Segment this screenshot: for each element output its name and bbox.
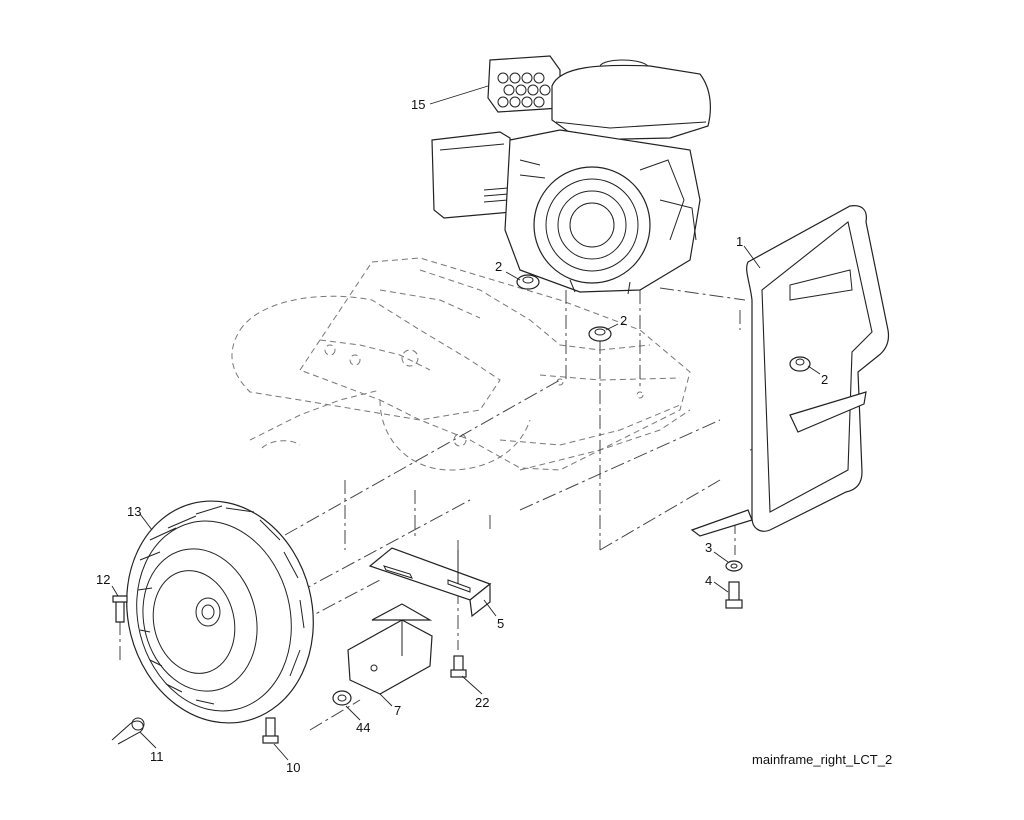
callout-clevis-pin: 12 (96, 572, 110, 587)
wheel-bolt-part (262, 717, 279, 744)
flange-nut-right (789, 356, 811, 372)
flange-nut-middle (588, 326, 612, 342)
callout-engine: 15 (411, 97, 425, 112)
bumper-frame (690, 205, 890, 537)
figure-caption: mainframe_right_LCT_2 (752, 752, 893, 767)
muffler-shield-pattern (497, 72, 551, 108)
callout-flange-nut-middle: 2 (620, 313, 627, 328)
block-nut-part (332, 690, 352, 706)
washer-part (725, 560, 743, 572)
callout-washer: 3 (705, 540, 712, 555)
mounting-bracket (368, 547, 492, 618)
callout-wheel-bolt: 10 (286, 760, 300, 775)
weight-block (347, 603, 433, 695)
callout-bracket: 5 (497, 616, 504, 631)
leader-lines (111, 85, 821, 761)
bumper-bolt-part (725, 581, 743, 609)
callout-wheel-tire: 13 (127, 504, 141, 519)
callout-block-nut: 44 (356, 720, 370, 735)
mainframe-ghost-outline (231, 257, 691, 471)
callout-flange-nut-upper: 2 (495, 259, 502, 274)
callout-bracket-bolt: 22 (475, 695, 489, 710)
clevis-pin-part (112, 595, 128, 623)
callout-hairpin: 11 (150, 749, 164, 764)
flange-nut-upper (516, 274, 540, 290)
callout-bumper-frame: 1 (736, 234, 743, 249)
wheel-and-tire (126, 500, 314, 724)
callout-bumper-bolt: 4 (705, 573, 712, 588)
assembly-phantom-lines (119, 287, 791, 731)
callout-flange-nut-right: 2 (821, 372, 828, 387)
callout-labels: 15 1 2 2 2 3 4 5 7 22 44 10 11 12 13 (96, 97, 828, 775)
callout-weight-block: 7 (394, 703, 401, 718)
bracket-bolt-part (450, 655, 467, 678)
hairpin-part (111, 717, 145, 745)
engine-assembly (431, 55, 711, 295)
hardware-items (111, 274, 811, 745)
